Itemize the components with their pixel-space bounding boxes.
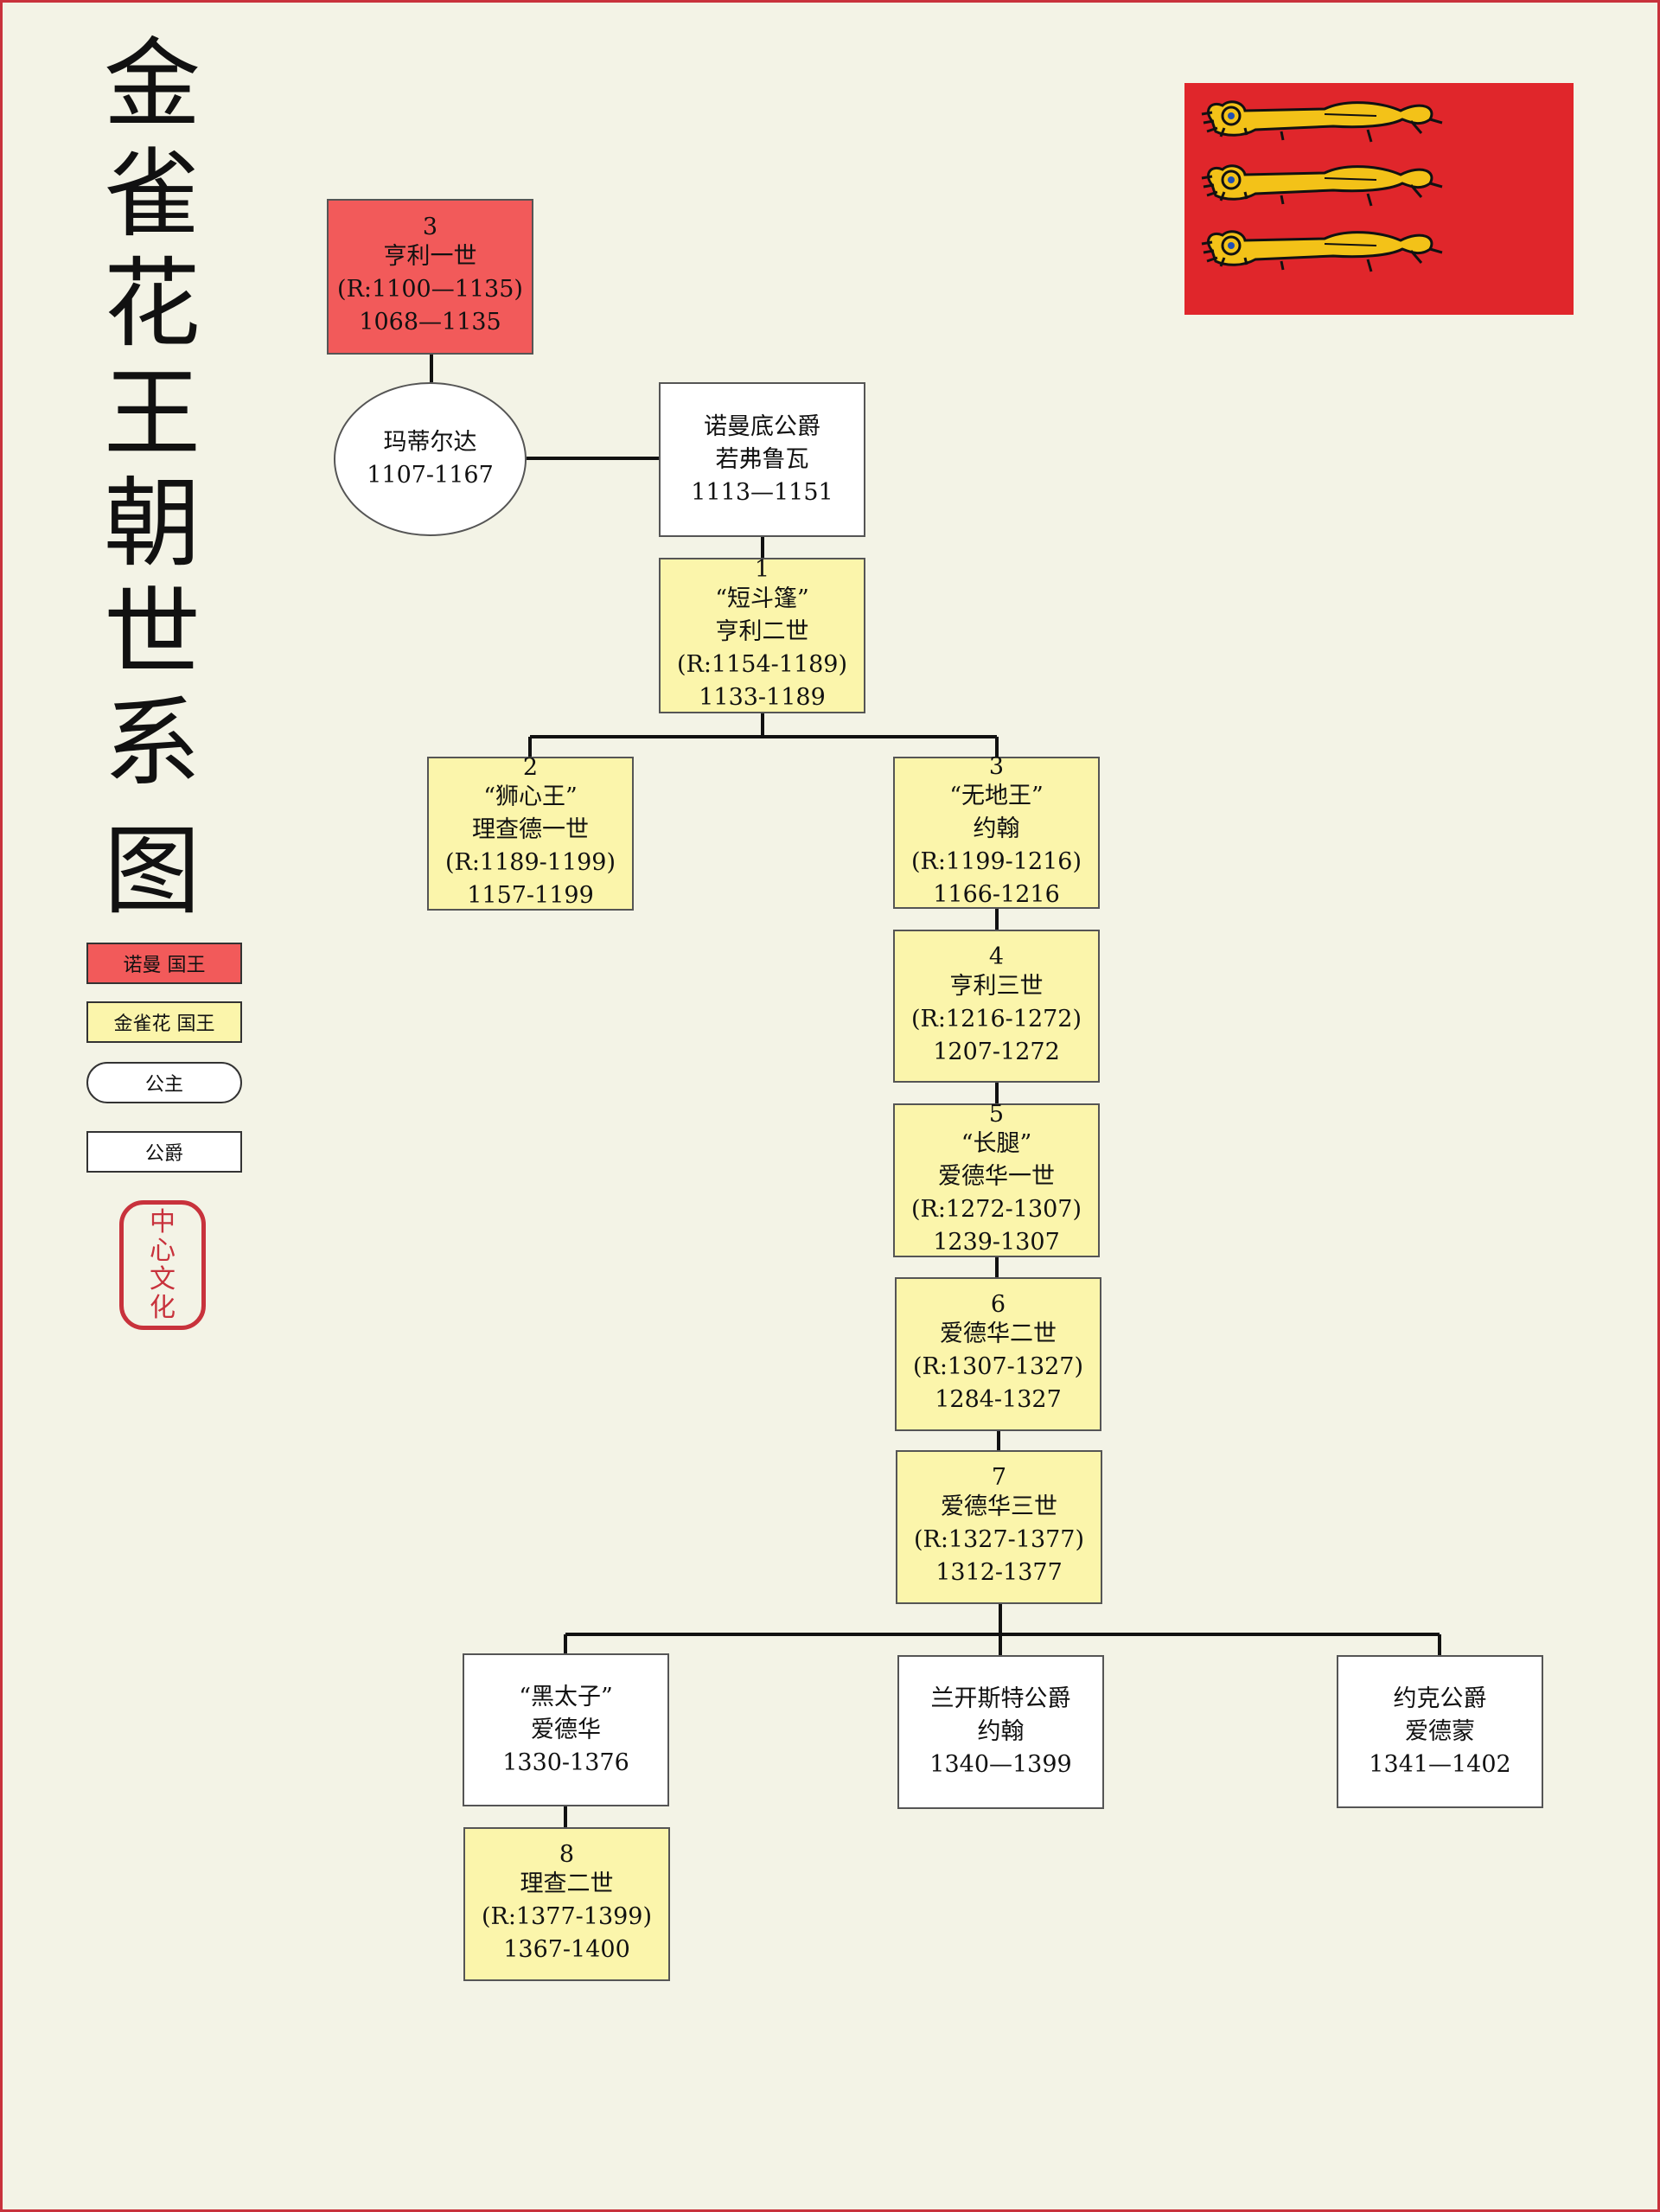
richard-i-reign: (R:1189-1199) bbox=[444, 849, 616, 876]
seal-stamp: 中 心 文 化 bbox=[119, 1200, 206, 1330]
edward-i-lifespan: 1239-1307 bbox=[933, 1229, 1060, 1256]
node-edward-i: 5 “长腿” 爱德华一世 (R:1272-1307) 1239-1307 bbox=[893, 1101, 1100, 1257]
richard-ii-lifespan: 1367-1400 bbox=[503, 1936, 630, 1963]
node-duke-of-lancaster: 兰开斯特公爵 约翰 1340—1399 bbox=[897, 1655, 1104, 1809]
york-title: 约克公爵 bbox=[1393, 1685, 1487, 1712]
edward-iii-lifespan: 1312-1377 bbox=[935, 1559, 1063, 1586]
seal-char-2: 心 bbox=[150, 1236, 176, 1266]
henry-ii-lifespan: 1133-1189 bbox=[699, 684, 826, 711]
seal-char-1: 中 bbox=[150, 1207, 176, 1237]
richard-i-number: 2 bbox=[522, 754, 539, 781]
legend-duke-label: 公爵 bbox=[144, 1143, 183, 1165]
edward-ii-number: 6 bbox=[990, 1291, 1006, 1318]
richard-ii-reign: (R:1377-1399) bbox=[481, 1903, 653, 1930]
title-char-4: 王 bbox=[104, 358, 201, 470]
matilda-name: 玛蒂尔达 bbox=[383, 429, 477, 456]
henry-i-reign: (R:1100—1135) bbox=[337, 276, 523, 303]
legend-plantagenet-king-label: 金雀花 国王 bbox=[113, 1013, 215, 1035]
node-edward-iii: 7 爱德华三世 (R:1327-1377) 1312-1377 bbox=[896, 1450, 1102, 1604]
legend-norman-king: 诺曼 国王 bbox=[86, 943, 242, 984]
york-lifespan: 1341—1402 bbox=[1369, 1750, 1511, 1778]
three-lions-flag-icon bbox=[1184, 83, 1574, 315]
geoffrey-lifespan: 1113—1151 bbox=[691, 478, 833, 506]
legend-princess-label: 公主 bbox=[144, 1074, 183, 1096]
node-richard-i: 2 “狮心王” 理查德一世 (R:1189-1199) 1157-1199 bbox=[427, 754, 634, 911]
henry-ii-name: 亨利二世 bbox=[715, 618, 809, 645]
edward-ii-name: 爱德华二世 bbox=[940, 1320, 1057, 1347]
legend-norman-king-label: 诺曼 国王 bbox=[123, 955, 206, 976]
henry-i-lifespan: 1068—1135 bbox=[359, 309, 501, 336]
legend-princess: 公主 bbox=[86, 1062, 242, 1103]
john-number: 3 bbox=[988, 753, 1005, 780]
lancaster-name: 约翰 bbox=[977, 1718, 1025, 1745]
lancaster-title: 兰开斯特公爵 bbox=[930, 1685, 1071, 1712]
john-lifespan: 1166-1216 bbox=[933, 881, 1060, 908]
edward-i-reign: (R:1272-1307) bbox=[910, 1196, 1082, 1223]
henry-iii-reign: (R:1216-1272) bbox=[910, 1005, 1082, 1032]
john-epithet: “无地王” bbox=[949, 783, 1044, 809]
title-char-2: 雀 bbox=[104, 138, 201, 251]
black-prince-lifespan: 1330-1376 bbox=[502, 1749, 629, 1776]
title-char-1: 金 bbox=[104, 29, 201, 141]
henry-ii-number: 1 bbox=[754, 556, 770, 583]
title-char-8: 图 bbox=[104, 815, 201, 928]
edward-ii-lifespan: 1284-1327 bbox=[935, 1386, 1062, 1413]
john-name: 约翰 bbox=[973, 815, 1020, 842]
node-matilda: 玛蒂尔达 1107-1167 bbox=[334, 382, 527, 536]
edward-iii-reign: (R:1327-1377) bbox=[913, 1526, 1085, 1553]
henry-iii-lifespan: 1207-1272 bbox=[933, 1038, 1060, 1065]
henry-ii-reign: (R:1154-1189) bbox=[676, 651, 848, 678]
seal-char-4: 化 bbox=[150, 1293, 176, 1323]
richard-i-name: 理查德一世 bbox=[472, 816, 589, 843]
edward-i-number: 5 bbox=[988, 1101, 1005, 1128]
node-duke-of-york: 约克公爵 爱德蒙 1341—1402 bbox=[1337, 1655, 1543, 1808]
edward-ii-reign: (R:1307-1327) bbox=[912, 1353, 1084, 1380]
henry-i-number: 3 bbox=[422, 214, 438, 240]
edward-i-epithet: “长腿” bbox=[961, 1130, 1032, 1157]
matilda-lifespan: 1107-1167 bbox=[367, 462, 494, 489]
title-char-6: 世 bbox=[104, 578, 201, 690]
richard-ii-number: 8 bbox=[559, 1841, 575, 1868]
title-char-5: 朝 bbox=[104, 468, 201, 580]
edward-iii-name: 爱德华三世 bbox=[941, 1493, 1057, 1520]
richard-i-lifespan: 1157-1199 bbox=[467, 882, 594, 909]
john-reign: (R:1199-1216) bbox=[910, 848, 1082, 875]
black-prince-epithet: “黑太子” bbox=[519, 1683, 613, 1710]
lancaster-lifespan: 1340—1399 bbox=[929, 1751, 1072, 1778]
york-name: 爱德蒙 bbox=[1405, 1717, 1475, 1745]
title-char-7: 系 bbox=[104, 687, 201, 800]
node-henry-i: 3 亨利一世 (R:1100—1135) 1068—1135 bbox=[327, 199, 533, 355]
edward-i-name: 爱德华一世 bbox=[938, 1163, 1055, 1190]
node-geoffrey: 诺曼底公爵 若弗鲁瓦 1113—1151 bbox=[659, 382, 865, 537]
henry-ii-epithet: “短斗篷” bbox=[715, 585, 809, 612]
title-char-3: 花 bbox=[104, 248, 201, 361]
geoffrey-title: 诺曼底公爵 bbox=[704, 412, 820, 440]
node-black-prince: “黑太子” 爱德华 1330-1376 bbox=[463, 1653, 669, 1806]
node-richard-ii: 8 理查二世 (R:1377-1399) 1367-1400 bbox=[463, 1827, 670, 1981]
edward-iii-number: 7 bbox=[991, 1464, 1007, 1491]
richard-i-epithet: “狮心王” bbox=[483, 783, 578, 810]
node-henry-iii: 4 亨利三世 (R:1216-1272) 1207-1272 bbox=[893, 930, 1100, 1083]
node-john: 3 “无地王” 约翰 (R:1199-1216) 1166-1216 bbox=[893, 753, 1100, 909]
henry-i-name: 亨利一世 bbox=[383, 243, 477, 270]
richard-ii-name: 理查二世 bbox=[520, 1870, 614, 1897]
seal-char-3: 文 bbox=[150, 1264, 176, 1295]
node-edward-ii: 6 爱德华二世 (R:1307-1327) 1284-1327 bbox=[895, 1277, 1101, 1431]
node-henry-ii: 1 “短斗篷” 亨利二世 (R:1154-1189) 1133-1189 bbox=[659, 556, 865, 713]
geoffrey-name: 若弗鲁瓦 bbox=[715, 445, 809, 473]
black-prince-name: 爱德华 bbox=[531, 1716, 601, 1743]
legend-duke: 公爵 bbox=[86, 1131, 242, 1173]
henry-iii-number: 4 bbox=[988, 943, 1005, 970]
legend-plantagenet-king: 金雀花 国王 bbox=[86, 1001, 242, 1043]
henry-iii-name: 亨利三世 bbox=[949, 972, 1044, 1000]
